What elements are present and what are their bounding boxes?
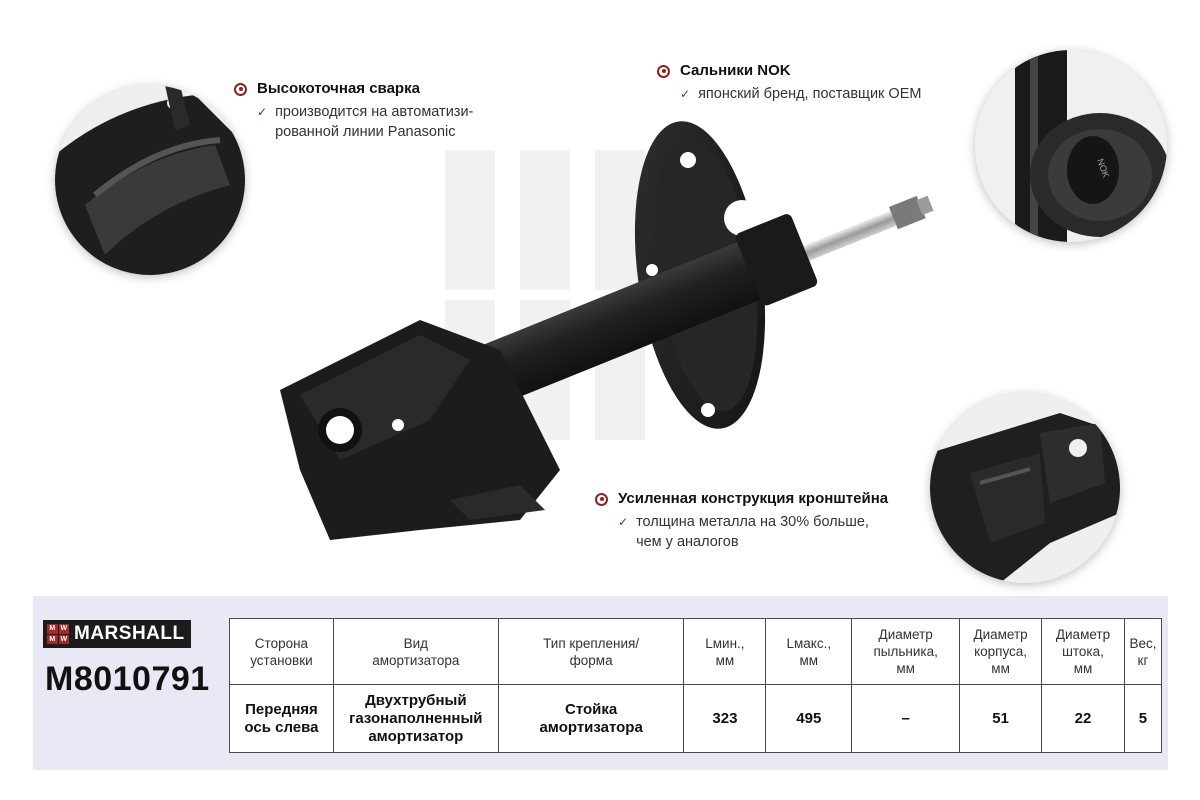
model-number: M8010791 [45,660,210,698]
value-lmax: 495 [765,684,853,753]
logo-letter: W [58,624,69,634]
callout-weld-title: Высокоточная сварка [257,80,420,97]
header-weight: Вес,кг [1123,618,1163,685]
check-icon: ✓ [257,105,268,119]
callout-bracket-title: Усиленная конструкция кронштейна [618,490,889,507]
callout-bracket-line-2: чем у аналогов [636,534,739,550]
header-lmin: Lмин.,мм [683,618,767,685]
callout-bracket: Усиленная конструкция кронштейна ✓ толщи… [595,490,888,552]
logo-letter: W [58,634,69,644]
bullet-icon [595,492,608,506]
value-body-diameter: 51 [959,684,1043,753]
shock-absorber-image [280,121,934,540]
callout-bracket-line-1: толщина металла на 30% больше, [636,514,869,530]
check-icon: ✓ [680,87,691,101]
logo-letter: M [47,634,58,644]
bullet-icon [234,82,247,96]
callout-weld: Высокоточная сварка ✓ производится на ав… [234,80,473,142]
brand-logo: M W M W MARSHALL [43,620,191,648]
value-boot-diameter: – [851,684,961,753]
callout-weld-line-1: производится на автоматизи- [275,104,474,120]
callout-seal: Сальники NOK ✓ японский бренд, поставщик… [657,62,921,104]
seal-detail-photo: NOK [975,50,1167,242]
brand-mark-icon: M W M W [47,624,69,644]
header-lmax: Lмакс.,мм [765,618,853,685]
check-icon: ✓ [618,515,629,529]
product-scene: NOK Высокоточная сварка ✓ производится н… [55,50,1167,583]
weld-detail-photo [55,85,245,275]
bullet-icon [657,64,670,78]
value-lmin: 323 [683,684,767,753]
brand-name: MARSHALL [74,623,185,644]
value-weight: 5 [1123,684,1163,753]
callout-weld-line-2: рованной линии Panasonic [275,124,456,140]
logo-letter: M [47,624,58,634]
bracket-detail-photo [930,393,1120,583]
value-rod-diameter: 22 [1041,684,1125,753]
callout-seal-title: Сальники NOK [680,62,791,79]
header-mount: Тип крепления/форма [497,618,685,685]
callout-seal-line-1: японский бренд, поставщик OEM [698,86,922,102]
